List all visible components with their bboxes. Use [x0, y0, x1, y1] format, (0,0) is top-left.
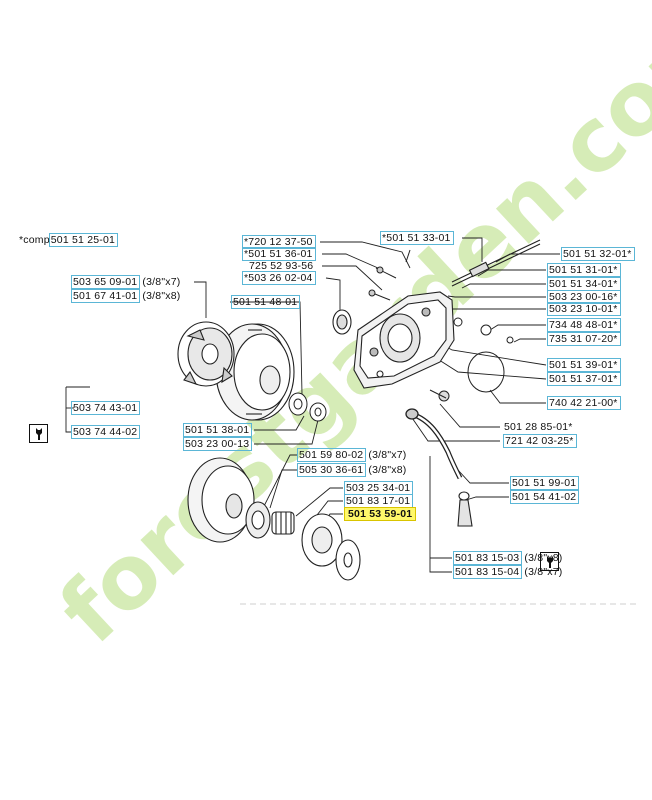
washer-upper [288, 392, 327, 422]
part-number[interactable]: 734 48 48-01* [547, 318, 621, 332]
part-label: 503 65 09-01 (3/8"x7) [71, 275, 181, 289]
part-number[interactable]: *503 26 02-04 [242, 271, 316, 285]
tool-wrench-icon-right [540, 552, 559, 571]
oil-filter [457, 491, 473, 527]
part-label: *503 26 02-04 [242, 271, 316, 285]
part-label: 735 31 07-20* [547, 332, 621, 346]
part-number[interactable]: *501 51 36-01 [242, 247, 316, 261]
spur-sprocket [301, 513, 343, 567]
part-number[interactable]: 505 30 36-61 [297, 463, 367, 477]
small-parts [368, 249, 514, 402]
part-number[interactable]: 503 74 43-01 [71, 401, 141, 415]
part-number[interactable]: 501 51 34-01* [547, 277, 621, 291]
part-label: *501 51 36-01 [242, 247, 316, 261]
part-label: 501 51 48-01 [231, 295, 301, 309]
part-label: 503 74 43-01 [71, 401, 141, 415]
part-number[interactable]: 735 31 07-20* [547, 332, 621, 346]
pump-shaft [451, 239, 541, 287]
part-label: 503 23 10-01* [547, 302, 621, 316]
comp-label: *comp501 51 25-01 [19, 233, 119, 247]
part-label: 505 30 36-61 (3/8"x8) [297, 463, 407, 477]
clutch-drum-lower [187, 457, 255, 543]
part-size: (3/8"x7) [368, 449, 407, 461]
part-number[interactable]: 501 67 41-01 [71, 289, 141, 303]
part-number[interactable]: 501 54 41-02 [510, 490, 580, 504]
part-label: 501 51 31-01* [547, 263, 621, 277]
part-number[interactable]: 721 42 03-25* [503, 434, 577, 448]
needle-bearing [271, 511, 295, 535]
part-size: (3/8"x8) [368, 464, 407, 476]
part-label-highlighted: 501 53 59-01 [344, 507, 417, 521]
part-number[interactable]: 501 51 39-01* [547, 358, 621, 372]
part-label: 503 25 34-01 [344, 481, 414, 495]
part-label: 501 83 15-04 (3/8"x7) [453, 565, 563, 579]
tool-wrench-icon [29, 424, 48, 443]
part-label: 501 83 15-03 (3/8"x8) [453, 551, 563, 565]
part-number[interactable]: 503 65 09-01 [71, 275, 141, 289]
part-label: *720 12 37-50 [242, 235, 316, 249]
oil-hose [405, 408, 463, 480]
part-label: 740 42 21-00* [547, 396, 621, 410]
part-number[interactable]: 503 25 34-01 [344, 481, 414, 495]
part-number[interactable]: *720 12 37-50 [242, 235, 316, 249]
part-label: 501 83 17-01 [344, 494, 414, 508]
part-number[interactable]: 501 83 15-04 [453, 565, 523, 579]
comp-prefix: *comp [19, 234, 50, 246]
part-label: 501 51 34-01* [547, 277, 621, 291]
part-number[interactable]: 501 83 17-01 [344, 494, 414, 508]
part-number[interactable]: 501 51 32-01* [561, 247, 635, 261]
part-number[interactable]: 503 23 10-01* [547, 302, 621, 316]
part-number[interactable]: 501 51 37-01* [547, 372, 621, 386]
part-label: 501 59 80-02 (3/8"x7) [297, 448, 407, 462]
part-label: *501 51 33-01 [380, 231, 454, 245]
rim-sprocket [245, 501, 271, 539]
part-label: 501 51 38-01 [183, 423, 253, 437]
part-size: (3/8"x8) [524, 552, 563, 564]
part-label: 501 51 37-01* [547, 372, 621, 386]
part-label: 501 28 85-01* [504, 421, 573, 433]
clutch-assembly-upper [177, 321, 235, 387]
oil-pump-housing [353, 291, 455, 389]
part-label: 501 51 99-01 [510, 476, 580, 490]
washer-lower [335, 539, 361, 581]
part-label: 501 54 41-02 [510, 490, 580, 504]
part-label: 503 74 44-02 [71, 425, 141, 439]
part-label: 725 52 93-56 [249, 260, 313, 272]
part-label: 721 42 03-25* [503, 434, 577, 448]
part-size: (3/8"x8) [142, 290, 181, 302]
part-number-highlighted[interactable]: 501 53 59-01 [344, 507, 417, 521]
part-number[interactable]: 501 51 99-01 [510, 476, 580, 490]
part-number[interactable]: 501 51 31-01* [547, 263, 621, 277]
part-label: 501 51 39-01* [547, 358, 621, 372]
part-number[interactable]: 501 51 38-01 [183, 423, 253, 437]
leader-lines [65, 237, 560, 573]
part-number: 725 52 93-56 [249, 260, 314, 272]
part-number[interactable]: 501 51 25-01 [48, 233, 119, 247]
part-size: (3/8"x7) [142, 276, 181, 288]
seal-ring [332, 309, 352, 335]
part-label: 503 23 00-16* [547, 290, 621, 304]
part-number[interactable]: 501 51 48-01 [231, 295, 301, 309]
part-number[interactable]: 503 23 00-16* [547, 290, 621, 304]
part-number[interactable]: 501 83 15-03 [453, 551, 523, 565]
part-number[interactable]: 740 42 21-00* [547, 396, 621, 410]
part-label: 501 67 41-01 (3/8"x8) [71, 289, 181, 303]
part-number[interactable]: *501 51 33-01 [380, 231, 454, 245]
part-label: 503 23 00-13 [183, 437, 253, 451]
part-number[interactable]: 501 59 80-02 [297, 448, 367, 462]
part-number: 501 28 85-01* [504, 421, 573, 433]
part-label: 501 51 32-01* [561, 247, 635, 261]
part-size: (3/8"x7) [524, 566, 563, 578]
part-label: 734 48 48-01* [547, 318, 621, 332]
part-number[interactable]: 503 23 00-13 [183, 437, 253, 451]
part-number[interactable]: 503 74 44-02 [71, 425, 141, 439]
